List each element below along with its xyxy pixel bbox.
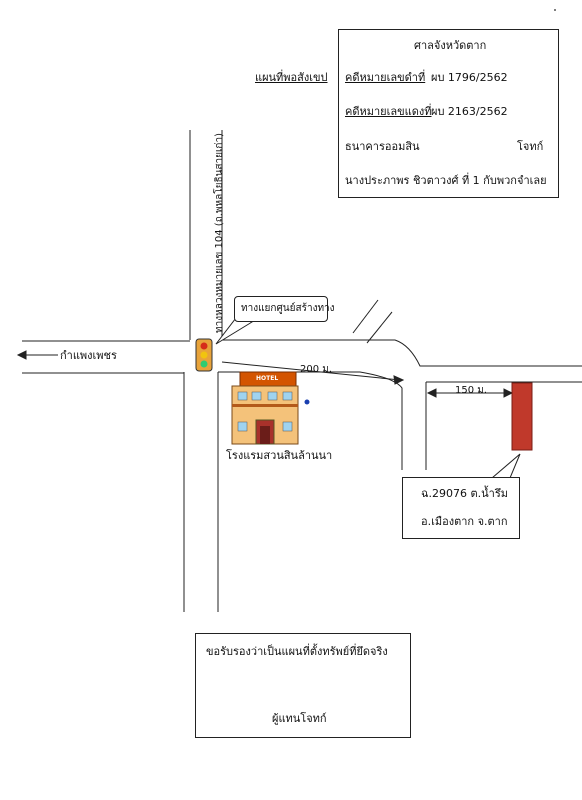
diagonal-road-a bbox=[352, 299, 379, 334]
hotel-icon bbox=[231, 371, 299, 445]
red-case-number: ผบ 2163/2562 bbox=[431, 105, 508, 118]
black-case-number: ผบ 1796/2562 bbox=[431, 71, 508, 84]
defendant-role: จำเลย bbox=[517, 174, 547, 187]
distance-200-arrow bbox=[221, 361, 405, 385]
scan-speck bbox=[554, 9, 556, 11]
certification-box: ขอรับรองว่าเป็นแผนที่ตั้งทรัพย์ที่ยึดจริ… bbox=[195, 633, 411, 738]
red-case-label: คดีหมายเลขแดงที่ bbox=[345, 105, 432, 118]
east-road-top bbox=[222, 339, 582, 367]
junction-callout-text: ทางแยกศูนย์สร้างทาง bbox=[241, 303, 335, 314]
direction-arrow bbox=[16, 350, 58, 360]
defendant-name: นางประภาพร ชิวตาวงศ์ ที่ 1 กับพวก bbox=[345, 174, 517, 187]
diagonal-road-b bbox=[366, 311, 393, 344]
distance-200-label: 200 ม. bbox=[300, 364, 333, 375]
case-info-box: ศาลจังหวัดตาก คดีหมายเลขดำที่ ผบ 1796/25… bbox=[338, 29, 559, 198]
highway-label: ทางหลวงหมายเลข 104 (ถ.พหลโยธินสายเก่า) bbox=[214, 133, 225, 333]
location-dot-icon bbox=[304, 399, 310, 405]
black-case-label: คดีหมายเลขดำที่ bbox=[345, 71, 426, 84]
map-title: แผนที่พอสังเขป bbox=[255, 71, 328, 84]
property-marker bbox=[511, 382, 533, 451]
direction-label: กำแพงเพชร bbox=[60, 349, 117, 362]
property-title-deed: ฉ.29076 ต.น้ำรึม bbox=[421, 487, 508, 500]
certification-statement: ขอรับรองว่าเป็นแผนที่ตั้งทรัพย์ที่ยึดจริ… bbox=[206, 645, 388, 658]
property-district: อ.เมืองตาก จ.ตาก bbox=[421, 515, 508, 528]
hotel-sign: HOTEL bbox=[256, 375, 279, 382]
property-callout: ฉ.29076 ต.น้ำรึม อ.เมืองตาก จ.ตาก bbox=[402, 477, 520, 539]
hotel-name: โรงแรมสวนสินล้านนา bbox=[226, 449, 333, 462]
court-name: ศาลจังหวัดตาก bbox=[414, 39, 487, 52]
distance-150-label: 150 ม. bbox=[455, 385, 488, 396]
certification-signer: ผู้แทนโจทก์ bbox=[272, 712, 327, 725]
junction-callout: ทางแยกศูนย์สร้างทาง bbox=[234, 296, 335, 322]
distance-150-arrow bbox=[426, 388, 514, 398]
plaintiff-name: ธนาคารออมสิน bbox=[345, 140, 420, 153]
traffic-light-icon bbox=[195, 338, 213, 372]
plaintiff-role: โจทก์ bbox=[517, 140, 544, 153]
property-callout-pointer bbox=[490, 453, 521, 479]
